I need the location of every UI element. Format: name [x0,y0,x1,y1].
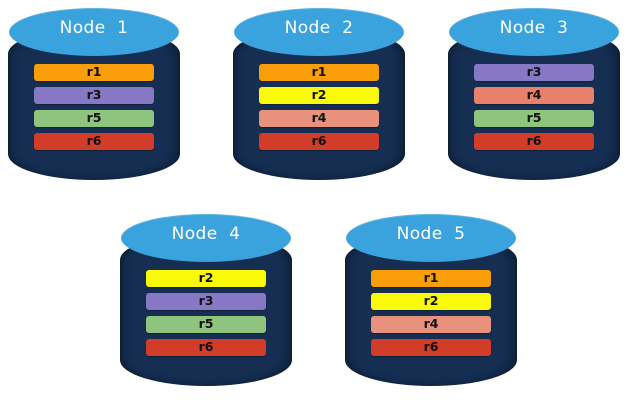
cylinder-top-icon [9,8,179,56]
replica-bar[interactable]: r2 [146,270,266,287]
replica-bar[interactable]: r6 [474,133,594,150]
replica-list: r1 r3 r5 r6 [8,64,180,150]
replica-bar[interactable]: r3 [34,87,154,104]
replica-bar[interactable]: r5 [474,110,594,127]
replica-bar[interactable]: r3 [146,293,266,310]
cylinder-top-icon [449,8,619,56]
replica-bar[interactable]: r1 [34,64,154,81]
replica-bar[interactable]: r1 [371,270,491,287]
replica-list: r1 r2 r4 r6 [233,64,405,150]
cylinder-top-icon [346,214,516,262]
replica-bar[interactable]: r6 [34,133,154,150]
cylinder-top-icon [121,214,291,262]
replica-bar[interactable]: r6 [259,133,379,150]
replica-bar[interactable]: r4 [371,316,491,333]
replica-list: r3 r4 r5 r6 [448,64,620,150]
replica-list: r2 r3 r5 r6 [120,270,292,356]
cylinder-top-icon [234,8,404,56]
replica-bar[interactable]: r1 [259,64,379,81]
replica-bar[interactable]: r6 [371,339,491,356]
replica-list: r1 r2 r4 r6 [345,270,517,356]
replica-bar[interactable]: r4 [474,87,594,104]
replica-bar[interactable]: r5 [34,110,154,127]
replica-bar[interactable]: r6 [146,339,266,356]
replica-bar[interactable]: r2 [371,293,491,310]
replica-bar[interactable]: r3 [474,64,594,81]
replica-bar[interactable]: r5 [146,316,266,333]
replica-bar[interactable]: r2 [259,87,379,104]
replica-bar[interactable]: r4 [259,110,379,127]
